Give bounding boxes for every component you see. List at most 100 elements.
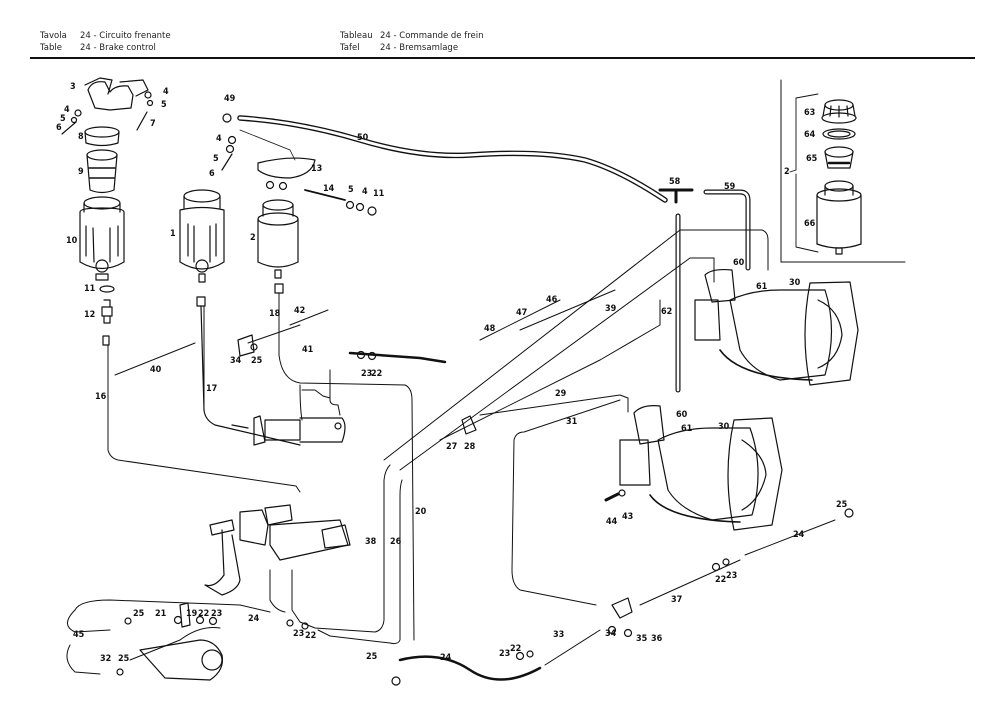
callout: 2 [250,233,256,243]
callout: 21 [155,609,167,619]
callout: 5 [348,185,354,195]
callout: 37 [671,595,682,605]
callout: 30 [718,422,730,432]
header-row-french: Tableau 24 - Commande de frein [340,30,484,42]
callout: 39 [605,304,617,314]
filter-part [824,146,854,169]
callout: 6 [56,123,62,133]
callout: 13 [311,164,322,174]
callout: 22 [198,609,209,619]
callout: 4 [163,87,169,97]
callout: 47 [516,308,527,318]
callout: 35 [636,634,648,644]
callout: 29 [555,389,567,399]
tee-and-vacuum-pipes [658,188,751,393]
reservoir-cap-part [821,99,857,124]
callout: 20 [415,507,427,517]
header-left: Tavola 24 - Circuito frenante Table 24 -… [40,30,171,54]
header-label: Tavola [40,31,67,41]
page-header: Tavola 24 - Circuito frenante Table 24 -… [40,30,975,58]
callout: 59 [724,182,736,192]
header-row-german: Tafel 24 - Bremsamlage [340,42,484,54]
callout: 28 [464,442,476,452]
callout: 34 [230,356,242,366]
callout: 24 [248,614,260,624]
callout: 44 [606,517,618,527]
callout: 11 [373,189,385,199]
callout: 45 [73,630,85,640]
master-cylinder-lower-with-pedal [204,504,351,596]
callout: 23 [211,609,222,619]
callout: 26 [390,537,402,547]
callout: 61 [681,424,693,434]
callout: 10 [66,236,78,246]
header-divider [30,57,975,59]
callout: 33 [553,630,564,640]
callout: 9 [78,167,84,177]
header-row-italian: Tavola 24 - Circuito frenante [40,30,171,42]
brake-servo-upper [694,268,859,386]
header-title: 24 - Brake control [80,43,156,53]
callout: 34 [605,629,617,639]
header-label: Table [40,43,62,53]
callout: 24 [440,653,452,663]
callout: 22 [371,369,382,379]
clamp-and-hose [221,113,668,216]
callout: 7 [150,119,156,129]
reservoir-body-part [816,180,862,255]
callout: 46 [546,295,558,305]
header-title: 24 - Bremsamlage [380,43,459,53]
callout: 17 [206,384,217,394]
header-row-english: Table 24 - Brake control [40,42,171,54]
master-cylinder-upper [231,415,346,446]
callout: 23 [499,649,510,659]
inset-part-label: 63 [804,108,815,118]
callout: 14 [323,184,335,194]
callout: 25 [133,609,145,619]
brake-servo-lower [604,405,783,531]
inset-part-label: 64 [804,130,816,140]
callout: 62 [661,307,672,317]
callout: 4 [216,134,222,144]
callout: 32 [100,654,111,664]
callout: 22 [305,631,316,641]
callout: 41 [302,345,314,355]
callout: 5 [213,154,219,164]
callout: 40 [150,365,162,375]
reservoir-inset [780,79,906,263]
callout: 25 [366,652,378,662]
callout: 3 [70,82,76,92]
reservoir-10-assembly [61,77,154,346]
callout: 12 [84,310,95,320]
callout: 5 [60,114,66,124]
callout: 24 [793,530,805,540]
callout: 31 [566,417,578,427]
callout: 16 [95,392,107,402]
callout: 4 [64,105,70,115]
inset-part-label: 65 [806,154,818,164]
callout: 49 [224,94,236,104]
header-label: Tableau [340,31,373,41]
callout: 22 [510,644,521,654]
callout: 60 [676,410,688,420]
header-label: Tafel [340,43,360,53]
callout: 25 [251,356,263,366]
callout: 19 [186,609,198,619]
callout: 42 [294,306,305,316]
header-right: Tableau 24 - Commande de frein Tafel 24 … [340,30,484,54]
small-fittings [116,334,854,686]
callout: 5 [161,100,167,110]
callout: 22 [715,575,726,585]
header-title: 24 - Commande de frein [380,31,484,41]
inset-part-label: 66 [804,219,816,229]
callout: 23 [293,629,304,639]
callout: 58 [669,177,681,187]
reservoir-2-part [257,199,299,294]
callout: 1 [170,229,176,239]
callout: 4 [362,187,368,197]
callout: 23 [726,571,737,581]
callout: 36 [651,634,663,644]
inset-group-label: 2 [784,167,790,177]
reservoir-1-part [179,189,301,446]
